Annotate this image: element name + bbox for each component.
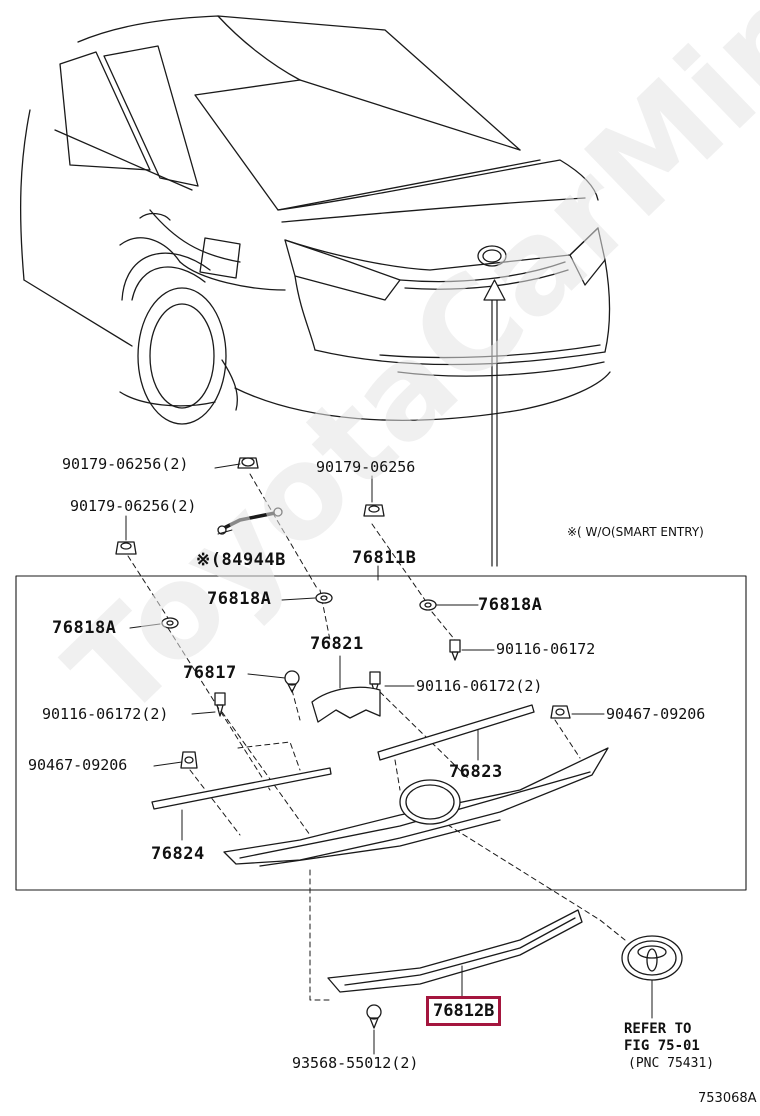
- smart-entry-note: ※( W/O(SMART ENTRY): [567, 525, 704, 539]
- part-label-76811B: 76811B: [352, 548, 417, 568]
- part-label-76818A-left: 76818A: [52, 618, 117, 638]
- moulding-76823: [377, 704, 535, 761]
- bolt-90467-left: [180, 751, 198, 769]
- part-label-90116-06172-2-center: 90116-06172(2): [416, 677, 543, 695]
- clip-90179-top: [237, 457, 259, 469]
- assembly-box: [15, 575, 747, 891]
- garnish-76811B: [223, 747, 609, 867]
- refer-line-3: (PNC 75431): [628, 1056, 715, 1071]
- moulding-76824: [151, 767, 332, 810]
- nut-76818A-center: [315, 592, 333, 604]
- figure-code: 753068A: [698, 1091, 757, 1106]
- screw-90116-right: [449, 639, 461, 661]
- nut-76818A-left: [161, 617, 179, 629]
- part-label-90116-06172: 90116-06172: [496, 640, 596, 658]
- cover-76821: [311, 686, 381, 723]
- part-label-90179-06256-2-top: 90179-06256(2): [62, 455, 189, 473]
- screw-90116-left: [214, 692, 226, 717]
- part-label-76824: 76824: [151, 844, 205, 864]
- highlighted-part-76812B[interactable]: 76812B: [426, 996, 502, 1026]
- part-label-90179-06256: 90179-06256: [316, 458, 416, 476]
- assembly-guide-lines: [127, 473, 626, 1001]
- nut-76818A-right: [419, 599, 437, 611]
- clip-90179-left: [115, 541, 137, 555]
- clip-90179-mid: [363, 504, 385, 517]
- part-label-90179-06256-2-left: 90179-06256(2): [70, 497, 197, 515]
- car-illustration: [19, 15, 611, 425]
- toyota-emblem-icon: [621, 935, 683, 981]
- part-label-90467-09206-right: 90467-09206: [606, 705, 706, 723]
- screw-90116-center: [369, 671, 381, 695]
- screw-93568: [366, 1004, 382, 1029]
- part-label-90467-09206-left: 90467-09206: [28, 756, 128, 774]
- leader-lines: [125, 463, 653, 1055]
- part-label-76821: 76821: [310, 634, 364, 654]
- part-label-84944B: ※(84944B: [196, 550, 286, 570]
- part-label-76818A-center: 76818A: [207, 589, 272, 609]
- part-label-76818A-right: 76818A: [478, 595, 543, 615]
- garnish-76812B: [327, 909, 583, 993]
- refer-line-1: REFER TO: [624, 1021, 692, 1037]
- part-label-90116-06172-2-left: 90116-06172(2): [42, 705, 169, 723]
- refer-line-2: FIG 75-01: [624, 1038, 700, 1054]
- clip-76817: [284, 670, 300, 693]
- part-label-76823: 76823: [449, 762, 503, 782]
- part-label-93568-55012-2: 93568-55012(2): [292, 1054, 419, 1072]
- part-label-76817: 76817: [183, 663, 237, 683]
- wire-84944B: [217, 507, 283, 535]
- bolt-90467-right: [550, 705, 571, 719]
- location-arrow: [483, 279, 506, 567]
